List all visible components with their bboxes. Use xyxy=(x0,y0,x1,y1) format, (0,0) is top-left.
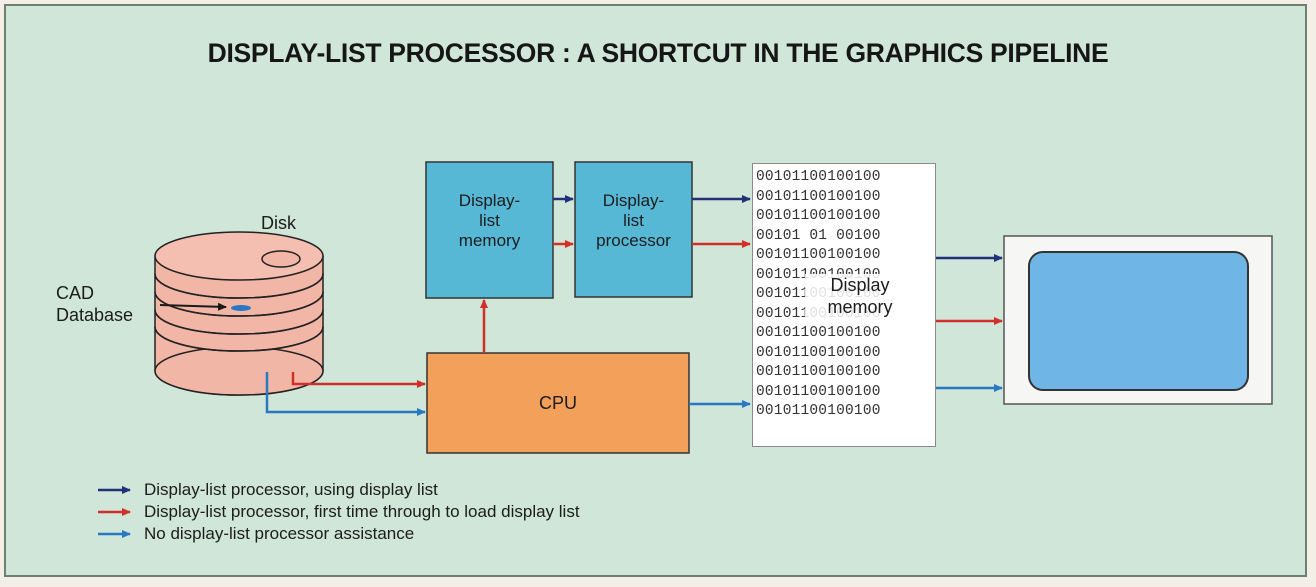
disk-stack xyxy=(155,232,323,395)
memory-bit-row: 00101100100100 xyxy=(756,344,881,364)
monitor xyxy=(1004,236,1272,404)
cpu-label: CPU xyxy=(427,393,689,413)
disk-label: Disk xyxy=(261,212,296,234)
legend-arrow-dark-icon xyxy=(96,482,138,498)
legend-label-light: No display-list processor assistance xyxy=(144,524,414,544)
legend-arrow-light-icon xyxy=(96,526,138,542)
memory-bit-row: 00101100100100 xyxy=(756,402,881,422)
display-list-memory-label: Display- list memory xyxy=(426,191,553,251)
display-list-processor-label: Display- list processor xyxy=(575,191,692,251)
legend-label-red: Display-list processor, first time throu… xyxy=(144,502,580,522)
memory-bit-row: 00101100100100 xyxy=(756,383,881,403)
memory-bit-row: 00101100100100 xyxy=(756,188,881,208)
memory-bit-row: 00101 01 00100 xyxy=(756,227,881,247)
cad-database-label: CAD Database xyxy=(56,282,133,326)
legend-label-dark: Display-list processor, using display li… xyxy=(144,480,438,500)
legend-arrow-red-icon xyxy=(96,504,138,520)
memory-bit-row: 00101100100100 xyxy=(756,363,881,383)
memory-bit-row: 00101100100100 xyxy=(756,207,881,227)
memory-bit-row: 00101100100100 xyxy=(756,246,881,266)
memory-bit-row: 00101100100100 xyxy=(756,324,881,344)
display-memory-label: Display memory xyxy=(805,274,915,318)
memory-bit-row: 00101100100100 xyxy=(756,168,881,188)
